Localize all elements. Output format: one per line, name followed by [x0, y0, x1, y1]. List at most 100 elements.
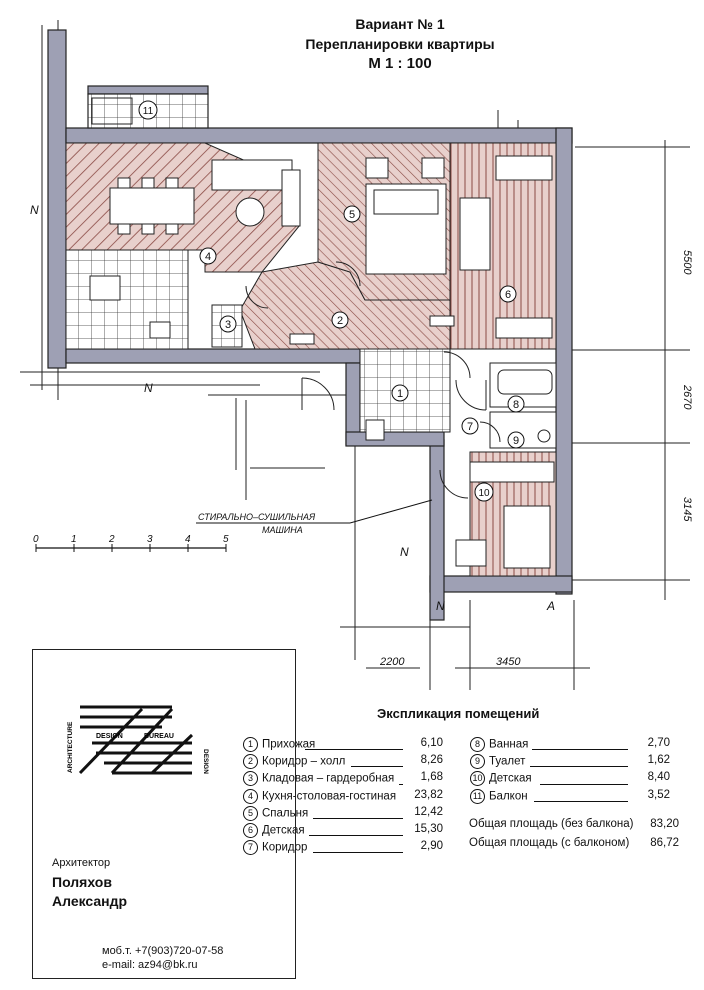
- legend-number: 9: [470, 754, 485, 770]
- svg-text:6: 6: [505, 289, 511, 301]
- title-block: Вариант № 1 Перепланировки квартиры М 1 …: [290, 14, 510, 74]
- legend-room-name: Прихожая: [262, 738, 316, 751]
- svg-text:8: 8: [513, 399, 519, 411]
- annotation-line-1: СТИРАЛЬНО–СУШИЛЬНАЯ: [198, 512, 316, 522]
- legend-number: 10: [470, 771, 485, 787]
- room-number-9: 9: [507, 431, 525, 449]
- axis-marks: N N N N A: [30, 203, 555, 613]
- architect-surname: Поляхов: [52, 874, 112, 890]
- total-area: 83,20: [650, 818, 679, 830]
- room-number-4: 4: [199, 247, 217, 265]
- svg-text:11: 11: [143, 106, 154, 117]
- room-number-1: 1: [391, 384, 409, 402]
- axis-mark-mid-left: N: [144, 381, 153, 395]
- legend-number: 7: [243, 840, 258, 856]
- legend-room-area: 2,70: [647, 737, 670, 749]
- scale-tick-2: 2: [108, 534, 115, 545]
- scale-tick-5: 5: [223, 534, 229, 545]
- dimension-right-top: 5500: [681, 250, 693, 275]
- room-number-10: 10: [474, 482, 494, 502]
- legend-room-area: 3,52: [647, 788, 670, 801]
- scale-bar: 0 1 2 3 4 5: [33, 534, 229, 552]
- svg-text:4: 4: [205, 251, 211, 263]
- total-area-block: Общая площадь (без балкона)83,20 Общая п…: [469, 818, 679, 856]
- axis-mark-bottom: N: [436, 599, 445, 613]
- dimension-bottom-right: 3450: [496, 656, 521, 668]
- legend-title: Экспликация помещений: [377, 706, 540, 721]
- logo-text-bureau: BUREAU: [144, 733, 174, 740]
- legend-number: 11: [470, 788, 485, 804]
- architect-role: Архитектор: [52, 857, 111, 869]
- furniture: [89, 155, 555, 569]
- svg-text:3: 3: [225, 319, 231, 331]
- logo-text-side: ARCHITECTURE: [67, 721, 74, 773]
- legend-number: 4: [243, 788, 258, 804]
- legend-row: 6 Детская 15,30: [243, 822, 443, 840]
- legend-room-name: Коридор: [262, 841, 308, 854]
- scale-tick-0: 0: [33, 534, 39, 545]
- legend-number: 5: [243, 805, 258, 821]
- legend-room-area: 12,42: [414, 805, 443, 818]
- total-area: 86,72: [650, 837, 679, 849]
- legend-number: 1: [243, 737, 258, 752]
- plan-title: Перепланировки квартиры: [305, 36, 495, 52]
- legend-row: 9 Туалет 1,62: [470, 754, 670, 771]
- room-number-6: 6: [499, 285, 517, 303]
- total-row: Общая площадь (с балконом) 86,72: [469, 837, 679, 856]
- legend-room-name: Туалет: [489, 755, 526, 768]
- room-number-markers: 1 2 3 4 5 6 7 8 9 10 11: [138, 100, 525, 502]
- legend-room-area: 6,10: [420, 737, 443, 749]
- logo-text-right: DESIGN: [202, 749, 209, 774]
- legend-row: 7 Коридор 2,90: [243, 840, 443, 857]
- svg-text:2: 2: [337, 315, 343, 327]
- legend-room-name: Детская: [262, 824, 305, 837]
- balcony-11: [87, 93, 209, 129]
- svg-text:9: 9: [513, 435, 519, 447]
- axis-mark-mid-right: N: [400, 545, 409, 559]
- legend-row: 1 Прихожая 6,10: [243, 737, 443, 754]
- svg-text:7: 7: [467, 421, 473, 433]
- legend-number: 2: [243, 754, 258, 770]
- room-number-8: 8: [507, 395, 525, 413]
- architect-phone: моб.т. +7(903)720-07-58: [102, 945, 224, 957]
- dimension-right-bottom: 3145: [681, 497, 693, 522]
- dimensions: 5500 2670 3145 2200 3450: [379, 250, 693, 668]
- dimension-right-middle: 2670: [681, 384, 693, 410]
- axis-mark-bottom-right: A: [546, 599, 555, 613]
- room-number-11: 11: [138, 100, 158, 120]
- total-label: Общая площадь (с балконом): [469, 837, 630, 849]
- legend-number: 6: [243, 822, 258, 838]
- walls: [47, 29, 573, 621]
- legend-room-area: 23,82: [414, 788, 443, 801]
- total-row: Общая площадь (без балкона)83,20: [469, 818, 679, 837]
- legend-room-name: Спальня: [262, 807, 309, 820]
- variant-title: Вариант № 1: [355, 16, 445, 32]
- legend-room-area: 15,30: [414, 822, 443, 835]
- dimension-bottom-left: 2200: [379, 656, 405, 668]
- legend-room-area: 1,62: [647, 754, 670, 767]
- legend-room-area: 8,26: [420, 754, 443, 767]
- architect-email: e-mail: az94@bk.ru: [102, 959, 198, 971]
- room-number-7: 7: [461, 417, 479, 435]
- washing-machine-annotation: СТИРАЛЬНО–СУШИЛЬНАЯ МАШИНА: [196, 499, 433, 535]
- room-number-3: 3: [219, 315, 237, 333]
- construction-lines: [20, 20, 690, 690]
- svg-text:5: 5: [349, 209, 355, 221]
- scale-tick-4: 4: [185, 534, 191, 545]
- legend-row: 5 Спальня 12,42: [243, 805, 443, 823]
- scale-title: М 1 : 100: [368, 55, 432, 72]
- annotation-line-2: МАШИНА: [262, 525, 303, 535]
- doors: [245, 261, 501, 499]
- legend-number: 3: [243, 771, 258, 787]
- room-number-5: 5: [343, 205, 361, 223]
- legend-room-area: 2,90: [420, 840, 443, 853]
- axis-mark-left: N: [30, 203, 39, 217]
- legend-room-area: 8,40: [647, 771, 670, 784]
- architect-stamp: ARCHITECTURE DESIGN BUREAU DESIGN: [32, 649, 296, 979]
- scale-tick-3: 3: [147, 534, 153, 545]
